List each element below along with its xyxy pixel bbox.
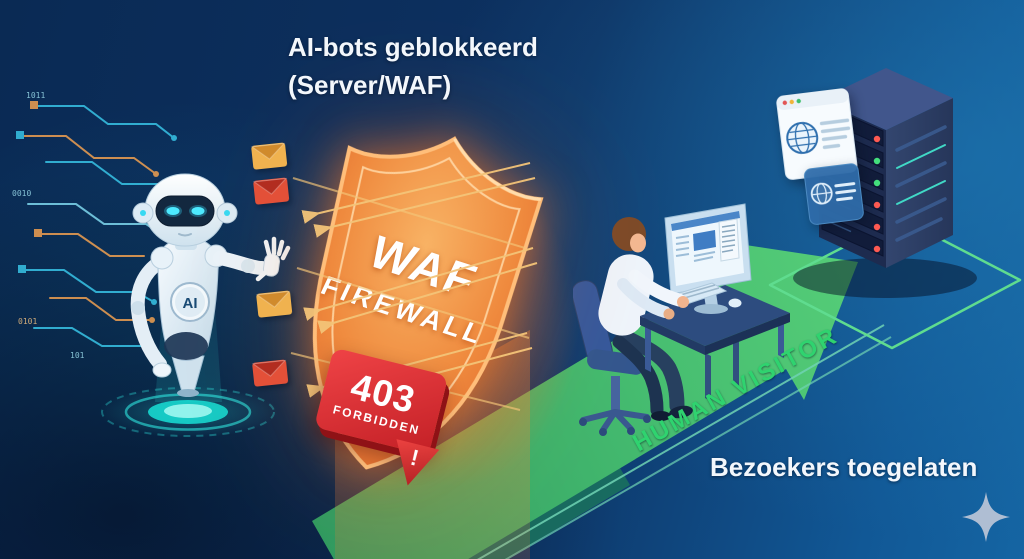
browser-card-white bbox=[776, 88, 858, 180]
ai-chest-label: AI bbox=[183, 295, 198, 312]
server-led bbox=[873, 201, 881, 209]
shield-inner-line bbox=[331, 156, 521, 447]
server-led bbox=[873, 179, 881, 187]
arrow-shadow-edge bbox=[468, 468, 630, 559]
sparkle-icon bbox=[962, 492, 1010, 542]
server-led bbox=[873, 157, 881, 165]
envelope-icon bbox=[251, 359, 289, 387]
lane-line bbox=[477, 324, 885, 559]
server-led bbox=[873, 135, 881, 143]
title-line-1: AI-bots geblokkeerd bbox=[288, 32, 538, 62]
robot-eye-right bbox=[191, 207, 205, 215]
robot-right-palm bbox=[255, 236, 291, 282]
server-vents bbox=[895, 125, 947, 242]
globe-icon bbox=[810, 182, 833, 205]
binary-bit: 101 bbox=[70, 351, 85, 360]
monitor bbox=[664, 203, 752, 314]
binary-bit: 0101 bbox=[18, 317, 37, 326]
desk bbox=[640, 285, 790, 401]
server-rack bbox=[776, 68, 977, 298]
ai-robot: AI bbox=[98, 173, 291, 438]
server-led bbox=[873, 245, 881, 253]
page-title: AI-bots geblokkeerd (Server/WAF) bbox=[288, 28, 538, 104]
robot-visor bbox=[155, 195, 215, 227]
envelope-icon bbox=[250, 142, 288, 170]
server-side-face bbox=[886, 98, 953, 268]
lane-line bbox=[504, 336, 892, 559]
human-at-desk bbox=[573, 203, 790, 436]
browser-card-blue bbox=[803, 163, 864, 225]
binary-bit: 1011 bbox=[26, 91, 45, 100]
robot-head bbox=[132, 173, 238, 250]
envelope-icon bbox=[252, 177, 290, 205]
ai-chest-badge: AI bbox=[170, 282, 210, 322]
envelope-icon bbox=[255, 290, 293, 318]
person-arms bbox=[617, 269, 689, 320]
robot-eye-left bbox=[166, 207, 180, 215]
title-line-2: (Server/WAF) bbox=[288, 70, 452, 100]
binary-bits: 1011 0010 0101 101 bbox=[12, 91, 85, 360]
mouse bbox=[728, 298, 742, 308]
person-face bbox=[630, 233, 646, 253]
server-shadow bbox=[793, 258, 977, 298]
server-led bbox=[873, 223, 881, 231]
robot-body: AI bbox=[130, 236, 291, 397]
binary-bit: 0010 bbox=[12, 189, 31, 198]
caption-visitors-allowed: Bezoekers toegelaten bbox=[710, 452, 978, 482]
globe-icon bbox=[786, 121, 819, 154]
server-top-face bbox=[819, 68, 953, 130]
robot-left-hand bbox=[152, 362, 172, 378]
